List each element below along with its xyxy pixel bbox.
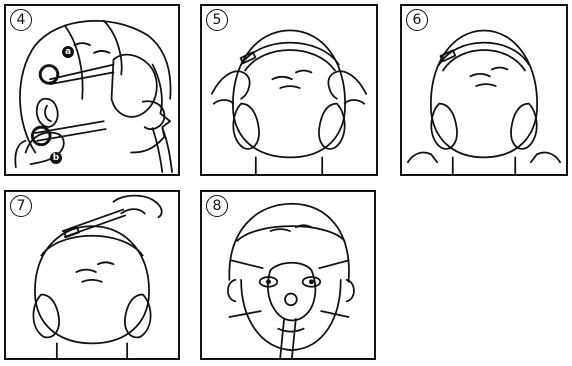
headgear-back-view-illustration [402, 6, 566, 174]
step-6-panel: 6 [400, 4, 568, 176]
callout-a: a [62, 46, 74, 58]
step-number-badge: 5 [206, 9, 228, 31]
step-number-badge: 6 [406, 9, 428, 31]
step-number-badge: 4 [10, 9, 32, 31]
headgear-strap-adjust-illustration [6, 192, 178, 358]
mask-front-view-illustration [202, 192, 374, 358]
step-5-panel: 5 [200, 4, 378, 176]
callout-b: b [50, 152, 62, 164]
headgear-back-view-illustration [202, 6, 376, 174]
step-7-panel: 7 [4, 190, 180, 360]
step-4-panel: 4 a b [4, 4, 180, 176]
mask-side-view-illustration [6, 6, 178, 174]
step-8-panel: 8 [200, 190, 376, 360]
step-number-badge: 7 [10, 195, 32, 217]
step-number-badge: 8 [206, 195, 228, 217]
